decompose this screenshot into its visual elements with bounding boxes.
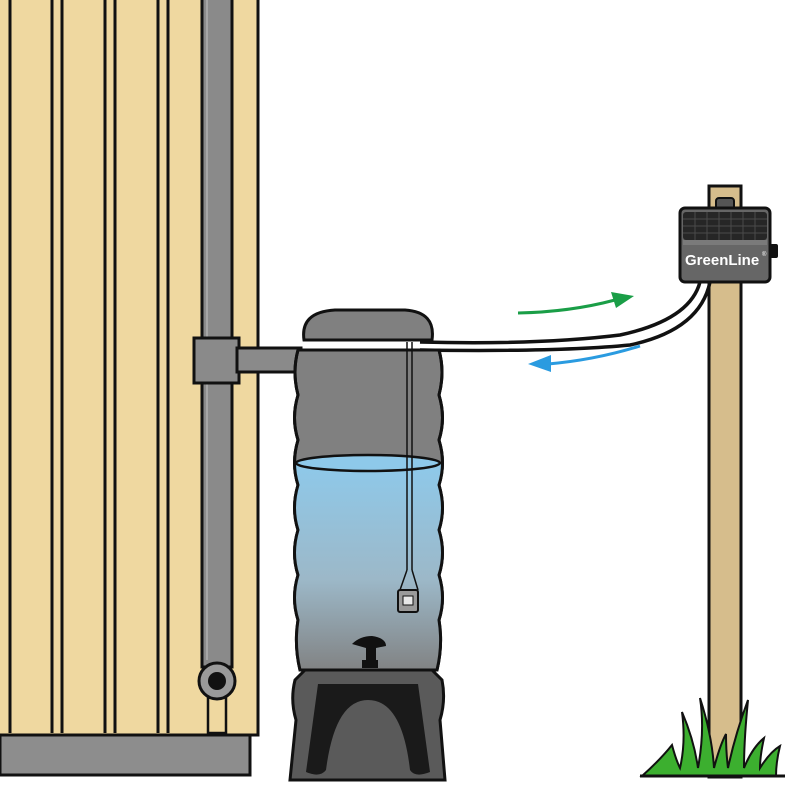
barrel-tap	[352, 636, 386, 668]
wooden-post	[707, 184, 743, 779]
solar-panel-grid	[683, 212, 767, 240]
wall-plank-seams	[8, 0, 170, 733]
ground-slab	[0, 731, 252, 777]
rain-diverter	[192, 336, 303, 385]
green-right-arrow-icon	[517, 292, 634, 315]
diverter-pipe	[235, 346, 303, 374]
downpipe	[197, 0, 237, 735]
water-level-sensor	[397, 342, 419, 613]
rain-barrel	[293, 308, 444, 672]
device-side-button[interactable]	[770, 244, 778, 258]
sensor-cable	[419, 281, 702, 345]
brand-logo-text: GreenLine	[685, 252, 759, 269]
barrel-lid	[302, 308, 434, 342]
water-surface	[294, 453, 442, 473]
blue-left-arrow-icon	[528, 344, 641, 372]
greenline-monitor-device: GreenLine ®	[678, 197, 778, 284]
sensor-cable	[419, 281, 712, 353]
barrel-stand	[288, 668, 447, 782]
grass-tuft	[639, 697, 782, 777]
water-fill	[294, 463, 443, 670]
registered-mark: ®	[762, 251, 767, 258]
